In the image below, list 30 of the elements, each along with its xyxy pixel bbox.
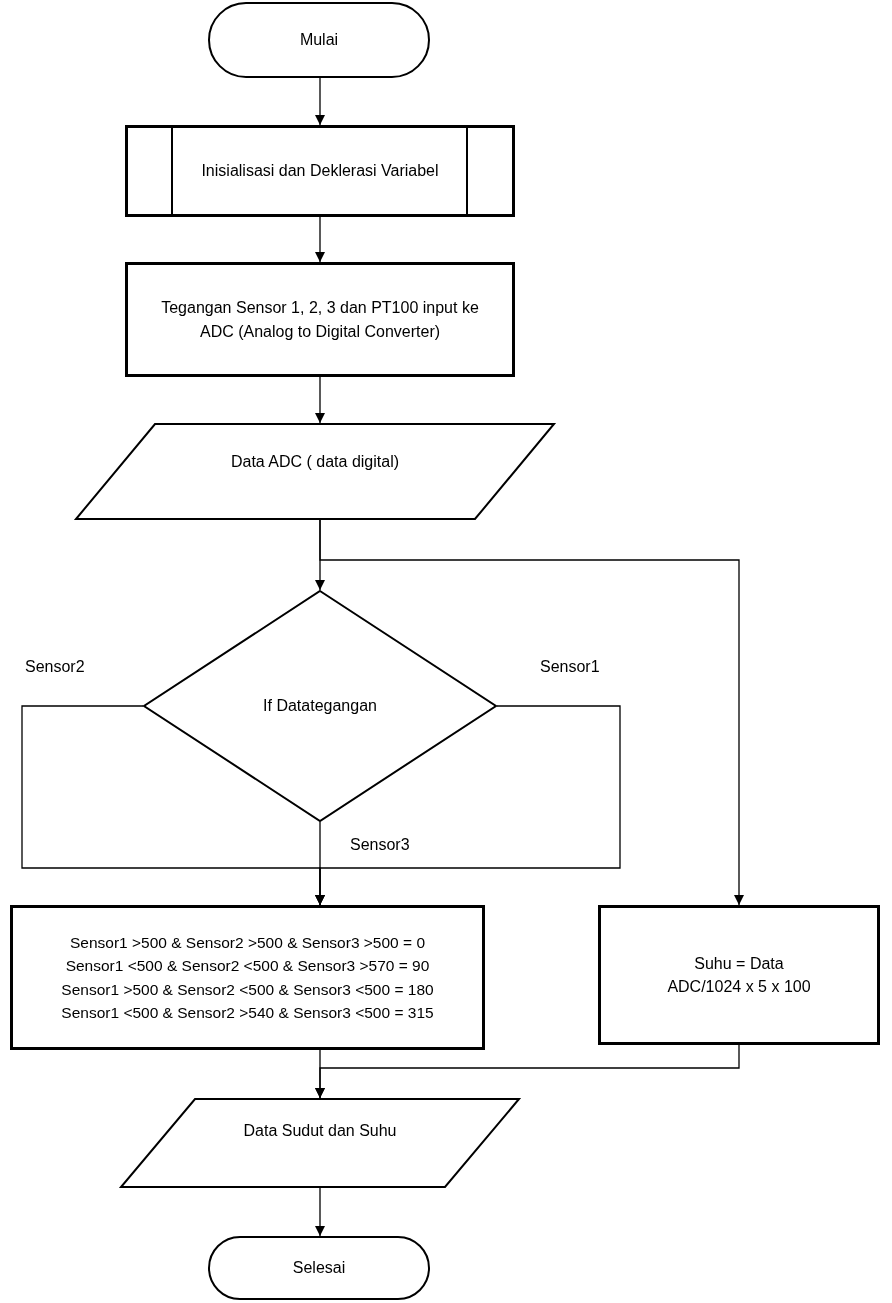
decision-diamond (143, 590, 497, 822)
arrow (315, 376, 325, 424)
arrow (315, 1044, 740, 1099)
node-text: Suhu = Data ADC/1024 x 5 x 100 (666, 953, 812, 997)
node-text: If Datategangan (263, 696, 377, 717)
node-text: Sensor1 <500 & Sensor2 <500 & Sensor3 >570 = 90 (64, 956, 431, 977)
node-text: Inisialisasi dan Deklerasi Variabel (201, 161, 439, 182)
data-parallelogram (75, 423, 555, 520)
arrow (315, 1187, 325, 1237)
edge-label: Sensor1 (540, 658, 600, 676)
node-text: Sensor1 >500 & Sensor2 >500 & Sensor3 >500 = 0 (68, 933, 426, 953)
node-text: Mulai (299, 30, 339, 51)
arrow (319, 519, 744, 906)
node-text: Selesai (292, 1258, 346, 1279)
terminator-shape (208, 1236, 430, 1300)
node-text: Sensor1 <500 & Sensor2 >540 & Sensor3 <500 = 315 (61, 1002, 434, 1023)
process-box (125, 262, 515, 377)
arrow (315, 216, 325, 263)
process-box (10, 905, 485, 1050)
node-text: Sensor1 >500 & Sensor2 <500 & Sensor3 <500 = 180 (61, 979, 434, 1000)
node-text: Data Sudut dan Suhu (243, 1120, 397, 1141)
node-text: Tegangan Sensor 1, 2, 3 dan PT100 input ke ADC (Analog to Digital Converter) (160, 298, 480, 342)
edge-label: Sensor3 (350, 836, 410, 854)
arrow (315, 821, 325, 906)
edge-label: Sensor2 (25, 658, 85, 676)
data-parallelogram (120, 1098, 520, 1188)
predefined-process-box (125, 125, 515, 217)
arrow (315, 77, 325, 126)
node-text: Data ADC ( data digital) (230, 451, 400, 472)
process-box (598, 905, 880, 1045)
